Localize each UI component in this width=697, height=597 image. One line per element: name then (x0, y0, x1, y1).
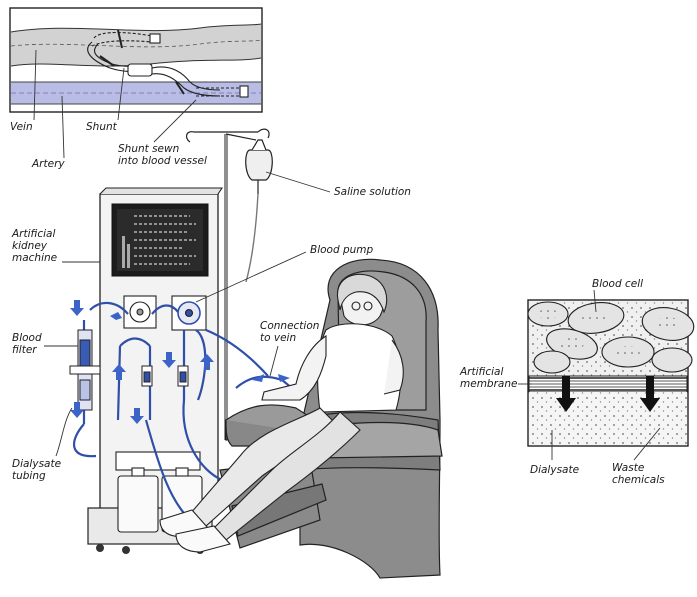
machine-monitor (111, 203, 209, 277)
label-dialysate-tubing: Dialysate tubing (12, 458, 62, 482)
label-waste-chemicals: Waste chemicals (612, 462, 665, 486)
membrane-band (528, 375, 688, 393)
label-connection-to-vein: Connection to vein (260, 320, 320, 344)
label-artificial-membrane: Artificial membrane (460, 366, 518, 390)
iv-pole (185, 128, 270, 440)
blood-filter (69, 329, 101, 411)
label-blood-cell: Blood cell (592, 278, 644, 290)
label-shunt-sewn: Shunt sewn into blood vessel (118, 143, 207, 167)
vein-vessel (11, 24, 261, 66)
inset-leaders (33, 49, 197, 159)
dialysis-machine (87, 187, 224, 554)
label-shunt: Shunt (86, 121, 117, 133)
label-blood-pump: Blood pump (310, 244, 374, 256)
label-artificial-kidney-machine: Artificial kidney machine (12, 228, 58, 264)
pump-left (123, 295, 157, 329)
saline-bag (245, 139, 273, 283)
patient (159, 273, 404, 553)
membrane-leaders (518, 289, 661, 461)
flow-arrows (70, 300, 290, 424)
label-artery: Artery (32, 158, 65, 170)
label-saline-solution: Saline solution (334, 186, 411, 198)
blood-pump (171, 295, 207, 331)
shunt-tube (87, 29, 249, 98)
drip-chambers (141, 365, 189, 387)
label-dialysate: Dialysate (530, 464, 580, 476)
shunt-inset (9, 7, 263, 113)
label-vein: Vein (10, 121, 33, 133)
main-leaders (44, 251, 307, 457)
label-blood-filter: Blood filter (12, 332, 42, 356)
diffusion-arrows (556, 376, 660, 412)
membrane-inset (527, 299, 695, 447)
